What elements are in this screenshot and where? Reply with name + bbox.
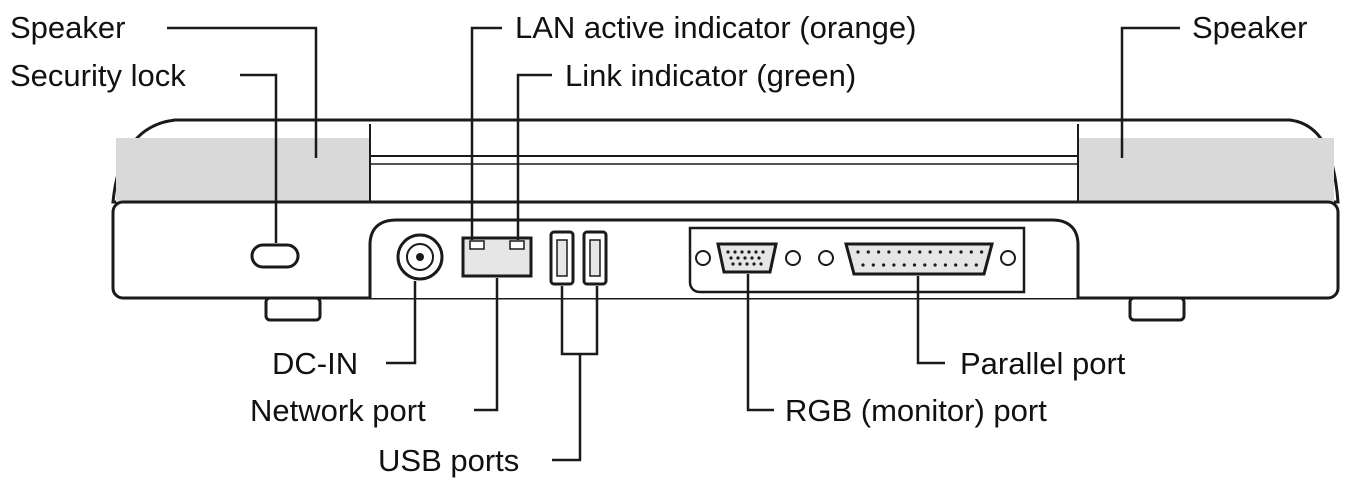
- label-speaker-left: Speaker: [10, 10, 125, 45]
- parallel-pin: [959, 250, 963, 254]
- speaker-grille-left: [116, 138, 370, 202]
- leader-rgb-port: [746, 274, 774, 412]
- parallel-pin: [954, 263, 958, 267]
- leader-usb-ports: [552, 354, 582, 462]
- parallel-pin: [938, 250, 943, 254]
- label-network-port: Network port: [250, 393, 426, 428]
- parallel-pin: [861, 263, 865, 267]
- lan-active-led: [469, 240, 485, 250]
- parallel-pin: [943, 263, 948, 267]
- parallel-pin: [928, 250, 932, 254]
- speaker-grille-right: [1078, 138, 1334, 202]
- leader-security-lock: [240, 73, 278, 243]
- parallel-pin: [912, 263, 917, 267]
- label-security-lock: Security lock: [10, 58, 186, 93]
- leader-speaker-right: [1120, 26, 1180, 158]
- label-rgb-monitor-port: RGB (monitor) port: [785, 393, 1047, 428]
- usb-port-1-tongue: [556, 239, 568, 277]
- parallel-screw-left: [818, 250, 834, 266]
- leader-lines: [167, 26, 1180, 462]
- link-led: [509, 240, 525, 250]
- parallel-pin: [923, 263, 927, 267]
- parallel-screw-right: [1000, 250, 1016, 266]
- foot-right: [1128, 296, 1186, 322]
- parallel-pin: [907, 250, 912, 254]
- parallel-pin: [949, 250, 953, 254]
- foot-left: [264, 296, 322, 322]
- rgb-screw-left: [695, 250, 711, 266]
- label-dc-in: DC-IN: [272, 346, 358, 381]
- dc-in-pin: [416, 253, 424, 261]
- usb-port-2-tongue: [589, 239, 601, 277]
- parallel-pin: [856, 250, 860, 254]
- parallel-pin: [866, 250, 870, 254]
- parallel-pin: [974, 263, 978, 267]
- security-lock-slot: [250, 243, 300, 269]
- parallel-pin: [918, 250, 922, 254]
- leader-link-indicator: [516, 73, 552, 240]
- label-link-indicator: Link indicator (green): [565, 58, 856, 93]
- parallel-pin: [969, 250, 973, 254]
- rgb-screw-right: [785, 250, 801, 266]
- parallel-pin: [897, 250, 901, 254]
- leader-lan-active: [470, 26, 502, 240]
- label-parallel-port: Parallel port: [960, 346, 1126, 381]
- parallel-pin: [902, 263, 906, 267]
- rgb-port-pins: [726, 250, 765, 266]
- parallel-pin: [882, 263, 886, 267]
- rgb-port-connector: [716, 242, 778, 274]
- parallel-pin: [980, 250, 984, 254]
- leader-dc-in: [386, 281, 417, 365]
- leader-parallel-port: [916, 276, 945, 365]
- label-usb-ports: USB ports: [378, 443, 519, 478]
- parallel-pin: [887, 250, 891, 254]
- parallel-port-pins: [856, 250, 984, 267]
- leader-network-port: [474, 278, 499, 412]
- parallel-pin: [933, 263, 937, 267]
- label-lan-active-indicator: LAN active indicator (orange): [515, 10, 916, 45]
- parallel-pin: [871, 263, 875, 267]
- parallel-pin: [964, 263, 968, 267]
- leader-speaker-left: [167, 26, 318, 158]
- parallel-pin: [877, 250, 881, 254]
- label-speaker-right: Speaker: [1192, 10, 1307, 45]
- parallel-pin: [892, 263, 896, 267]
- parallel-port-connector: [844, 242, 994, 276]
